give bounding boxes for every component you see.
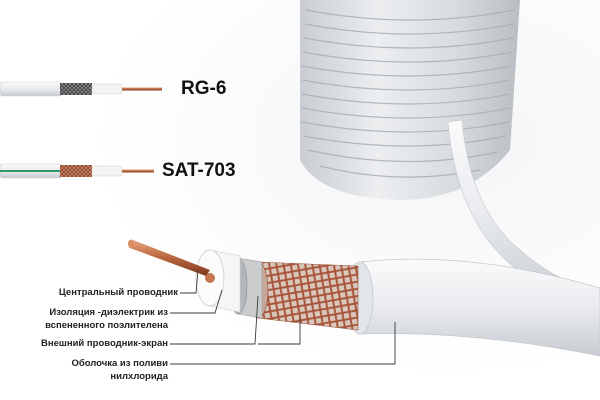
coax-cutaway	[128, 239, 600, 357]
label-shield: Внешний проводник-экран	[41, 338, 168, 349]
label-jacket-line2: нилхлорида	[110, 371, 168, 382]
label-jacket: Оболочка из поливи нилхлорида	[28, 357, 168, 383]
label-dielectric-line2: вспененного поэлителена	[45, 320, 168, 331]
sat703-cable-sample	[0, 163, 154, 179]
label-dielectric-line1: Изоляция -диэлектрик из	[49, 307, 168, 318]
rg6-label: RG-6	[181, 78, 227, 99]
label-center-conductor: Центральный проводник	[58, 287, 178, 298]
cable-spool	[300, 0, 600, 305]
rg6-cable-sample	[0, 81, 162, 97]
label-jacket-line1: Оболочка из поливи	[71, 358, 168, 369]
label-dielectric: Изоляция -диэлектрик из вспененного поэл…	[28, 306, 168, 332]
leader-lines	[170, 269, 396, 365]
sat703-label: SAT-703	[162, 160, 236, 181]
